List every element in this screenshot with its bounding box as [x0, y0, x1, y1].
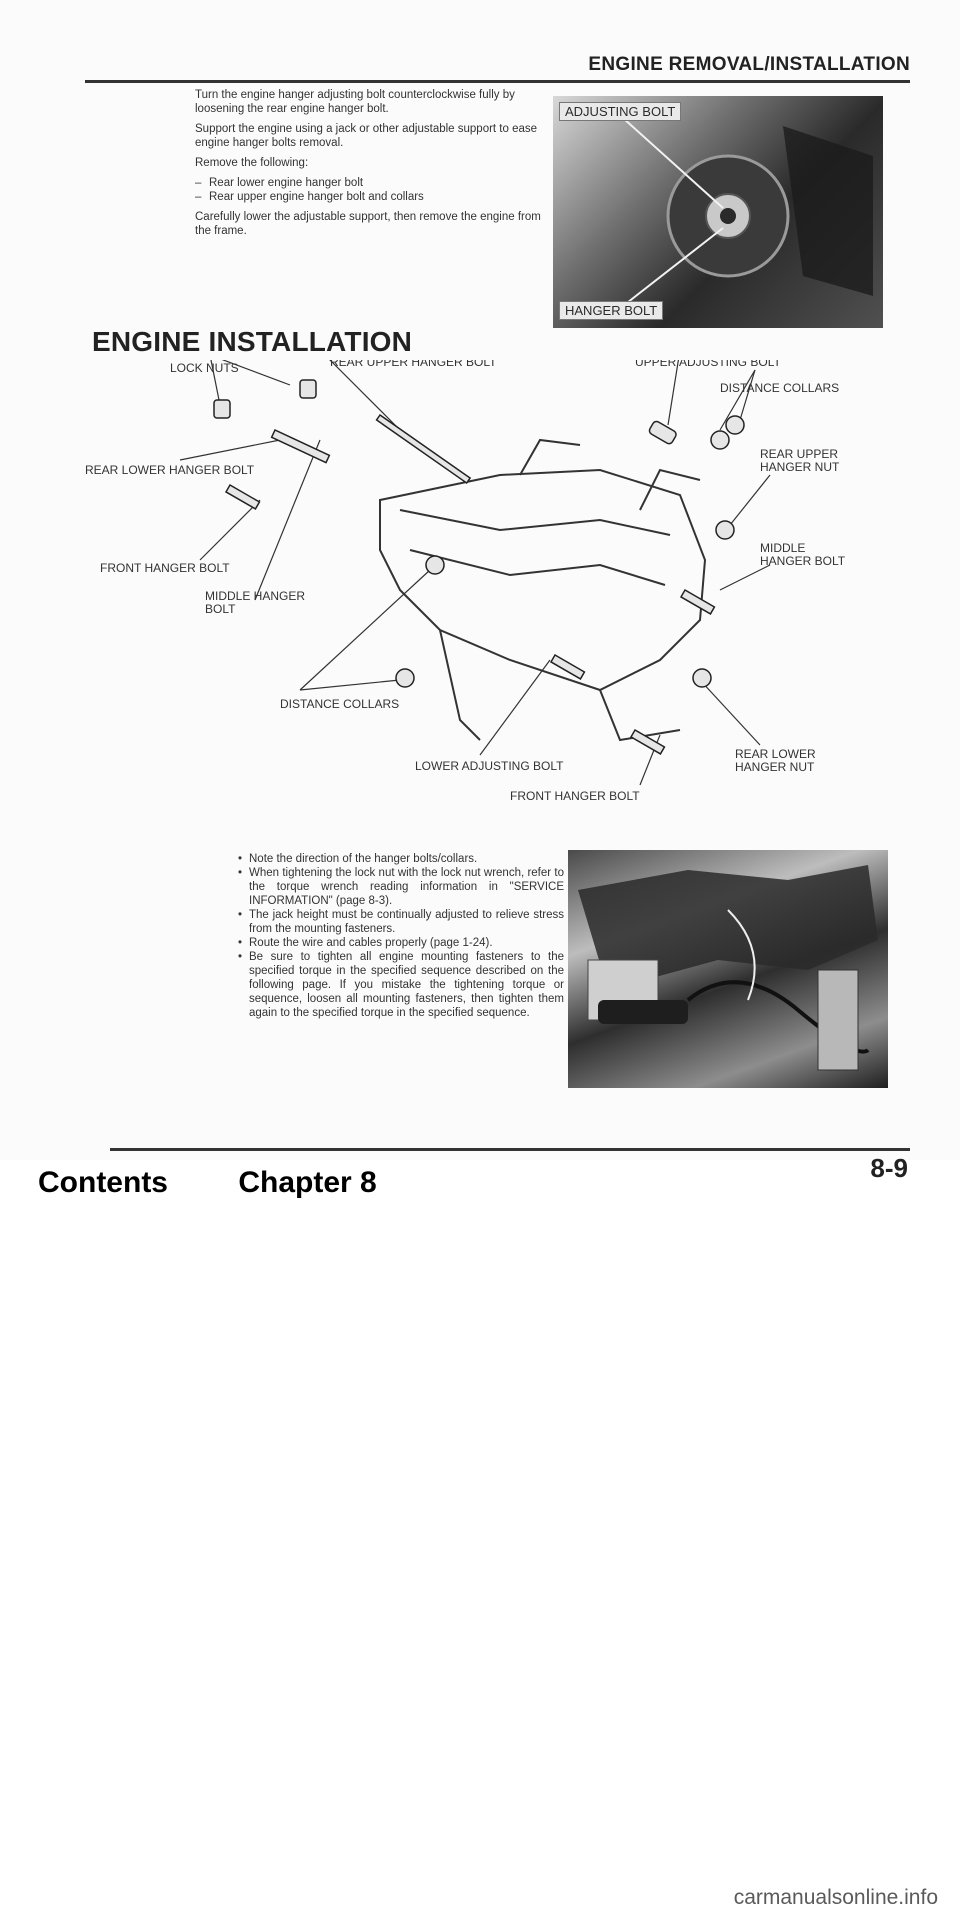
- front-hanger-bolt-bottom-label: FRONT HANGER BOLT: [510, 789, 640, 803]
- distance-collars-bottom-label: DISTANCE COLLARS: [280, 697, 399, 711]
- adjusting-bolt-callout: ADJUSTING BOLT: [559, 102, 682, 121]
- rear-upper-hanger-bolt-label: REAR UPPER HANGER BOLT: [330, 360, 497, 369]
- lock-nut-icon: [299, 379, 317, 399]
- middle-hanger-bolt-right-label-1: MIDDLE: [760, 541, 805, 555]
- upper-adjusting-bolt-icon: [648, 420, 677, 445]
- rear-lower-hanger-nut-icon: [692, 668, 712, 688]
- lower-adjusting-bolt-label: LOWER ADJUSTING BOLT: [415, 759, 564, 773]
- section-title: ENGINE REMOVAL/INSTALLATION: [588, 54, 910, 75]
- removal-item: Rear upper engine hanger bolt and collar…: [195, 190, 545, 204]
- distance-collar-icon: [710, 430, 730, 450]
- page-number: 8-9: [870, 1153, 908, 1183]
- rear-lower-hanger-bolt-label: REAR LOWER HANGER BOLT: [85, 463, 255, 477]
- engine-mount-diagram-svg: LOCK NUTS REAR UPPER HANGER BOLT UPPER A…: [85, 360, 846, 803]
- rear-upper-hanger-nut-label-2: HANGER NUT: [760, 460, 840, 474]
- rear-lower-hanger-bolt-icon: [270, 429, 331, 464]
- footer-nav: Contents Chapter 8: [38, 1166, 439, 1200]
- distance-collar-icon: [425, 555, 445, 575]
- lock-nuts-label: LOCK NUTS: [170, 361, 239, 375]
- upper-adjusting-bolt-label: UPPER ADJUSTING BOLT: [635, 360, 781, 369]
- middle-hanger-bolt-left-label-1: MIDDLE HANGER: [205, 589, 305, 603]
- rear-upper-hanger-nut-label-1: REAR UPPER: [760, 447, 838, 461]
- note-item: When tightening the lock nut with the lo…: [238, 866, 564, 908]
- note-item: Note the direction of the hanger bolts/c…: [238, 852, 564, 866]
- distance-collar-icon: [395, 668, 415, 688]
- note-item: Be sure to tighten all engine mounting f…: [238, 950, 564, 1020]
- removal-instructions: Turn the engine hanger adjusting bolt co…: [195, 88, 545, 244]
- engine-hanger-photo-art: [622, 117, 873, 307]
- front-hanger-bolt-icon: [629, 728, 666, 755]
- contents-link[interactable]: Contents: [38, 1166, 168, 1199]
- middle-hanger-bolt-icon: [679, 588, 716, 615]
- removal-paragraph-3: Remove the following:: [195, 157, 309, 169]
- distance-collars-top-label: DISTANCE COLLARS: [720, 381, 839, 395]
- rear-upper-hanger-nut-icon: [715, 520, 735, 540]
- bottom-rule: [110, 1148, 910, 1151]
- removal-item: Rear lower engine hanger bolt: [195, 176, 545, 190]
- lock-nut-icon: [213, 399, 231, 419]
- removal-list: Rear lower engine hanger bolt Rear upper…: [195, 176, 545, 204]
- chapter-link[interactable]: Chapter 8: [238, 1166, 377, 1199]
- rear-lower-hanger-nut-label-1: REAR LOWER: [735, 747, 816, 761]
- removal-paragraph-1: Turn the engine hanger adjusting bolt co…: [195, 89, 515, 115]
- hanger-bolt-callout: HANGER BOLT: [559, 301, 664, 320]
- engine-installation-heading: ENGINE INSTALLATION: [92, 326, 413, 357]
- engine-installed-photo: [568, 850, 888, 1088]
- distance-collar-icon: [725, 415, 745, 435]
- front-hanger-bolt-icon: [224, 483, 261, 510]
- engine-mount-diagram: LOCK NUTS REAR UPPER HANGER BOLT UPPER A…: [80, 360, 920, 830]
- rear-lower-hanger-nut-label-2: HANGER NUT: [735, 760, 815, 774]
- removal-paragraph-4: Carefully lower the adjustable support, …: [195, 211, 541, 237]
- middle-hanger-bolt-right-label-2: HANGER BOLT: [760, 554, 846, 568]
- removal-paragraph-2: Support the engine using a jack or other…: [195, 123, 538, 149]
- front-hanger-bolt-left-label: FRONT HANGER BOLT: [100, 561, 230, 575]
- installation-notes: Note the direction of the hanger bolts/c…: [238, 852, 564, 1020]
- engine-installed-photo-art: [578, 865, 878, 1071]
- rear-upper-hanger-bolt-icon: [375, 413, 472, 485]
- engine-hanger-photo: ADJUSTING BOLT HANGER BOLT: [553, 96, 883, 328]
- frame-outline: [379, 438, 707, 742]
- top-rule: [85, 80, 910, 83]
- hardware: [213, 379, 745, 755]
- note-item: The jack height must be continually adju…: [238, 908, 564, 936]
- leader-lines: [179, 360, 771, 786]
- site-watermark: carmanualsonline.info: [733, 1886, 938, 1909]
- note-item: Route the wire and cables properly (page…: [238, 936, 564, 950]
- middle-hanger-bolt-left-label-2: BOLT: [205, 602, 236, 616]
- lower-adjusting-bolt-icon: [549, 653, 586, 680]
